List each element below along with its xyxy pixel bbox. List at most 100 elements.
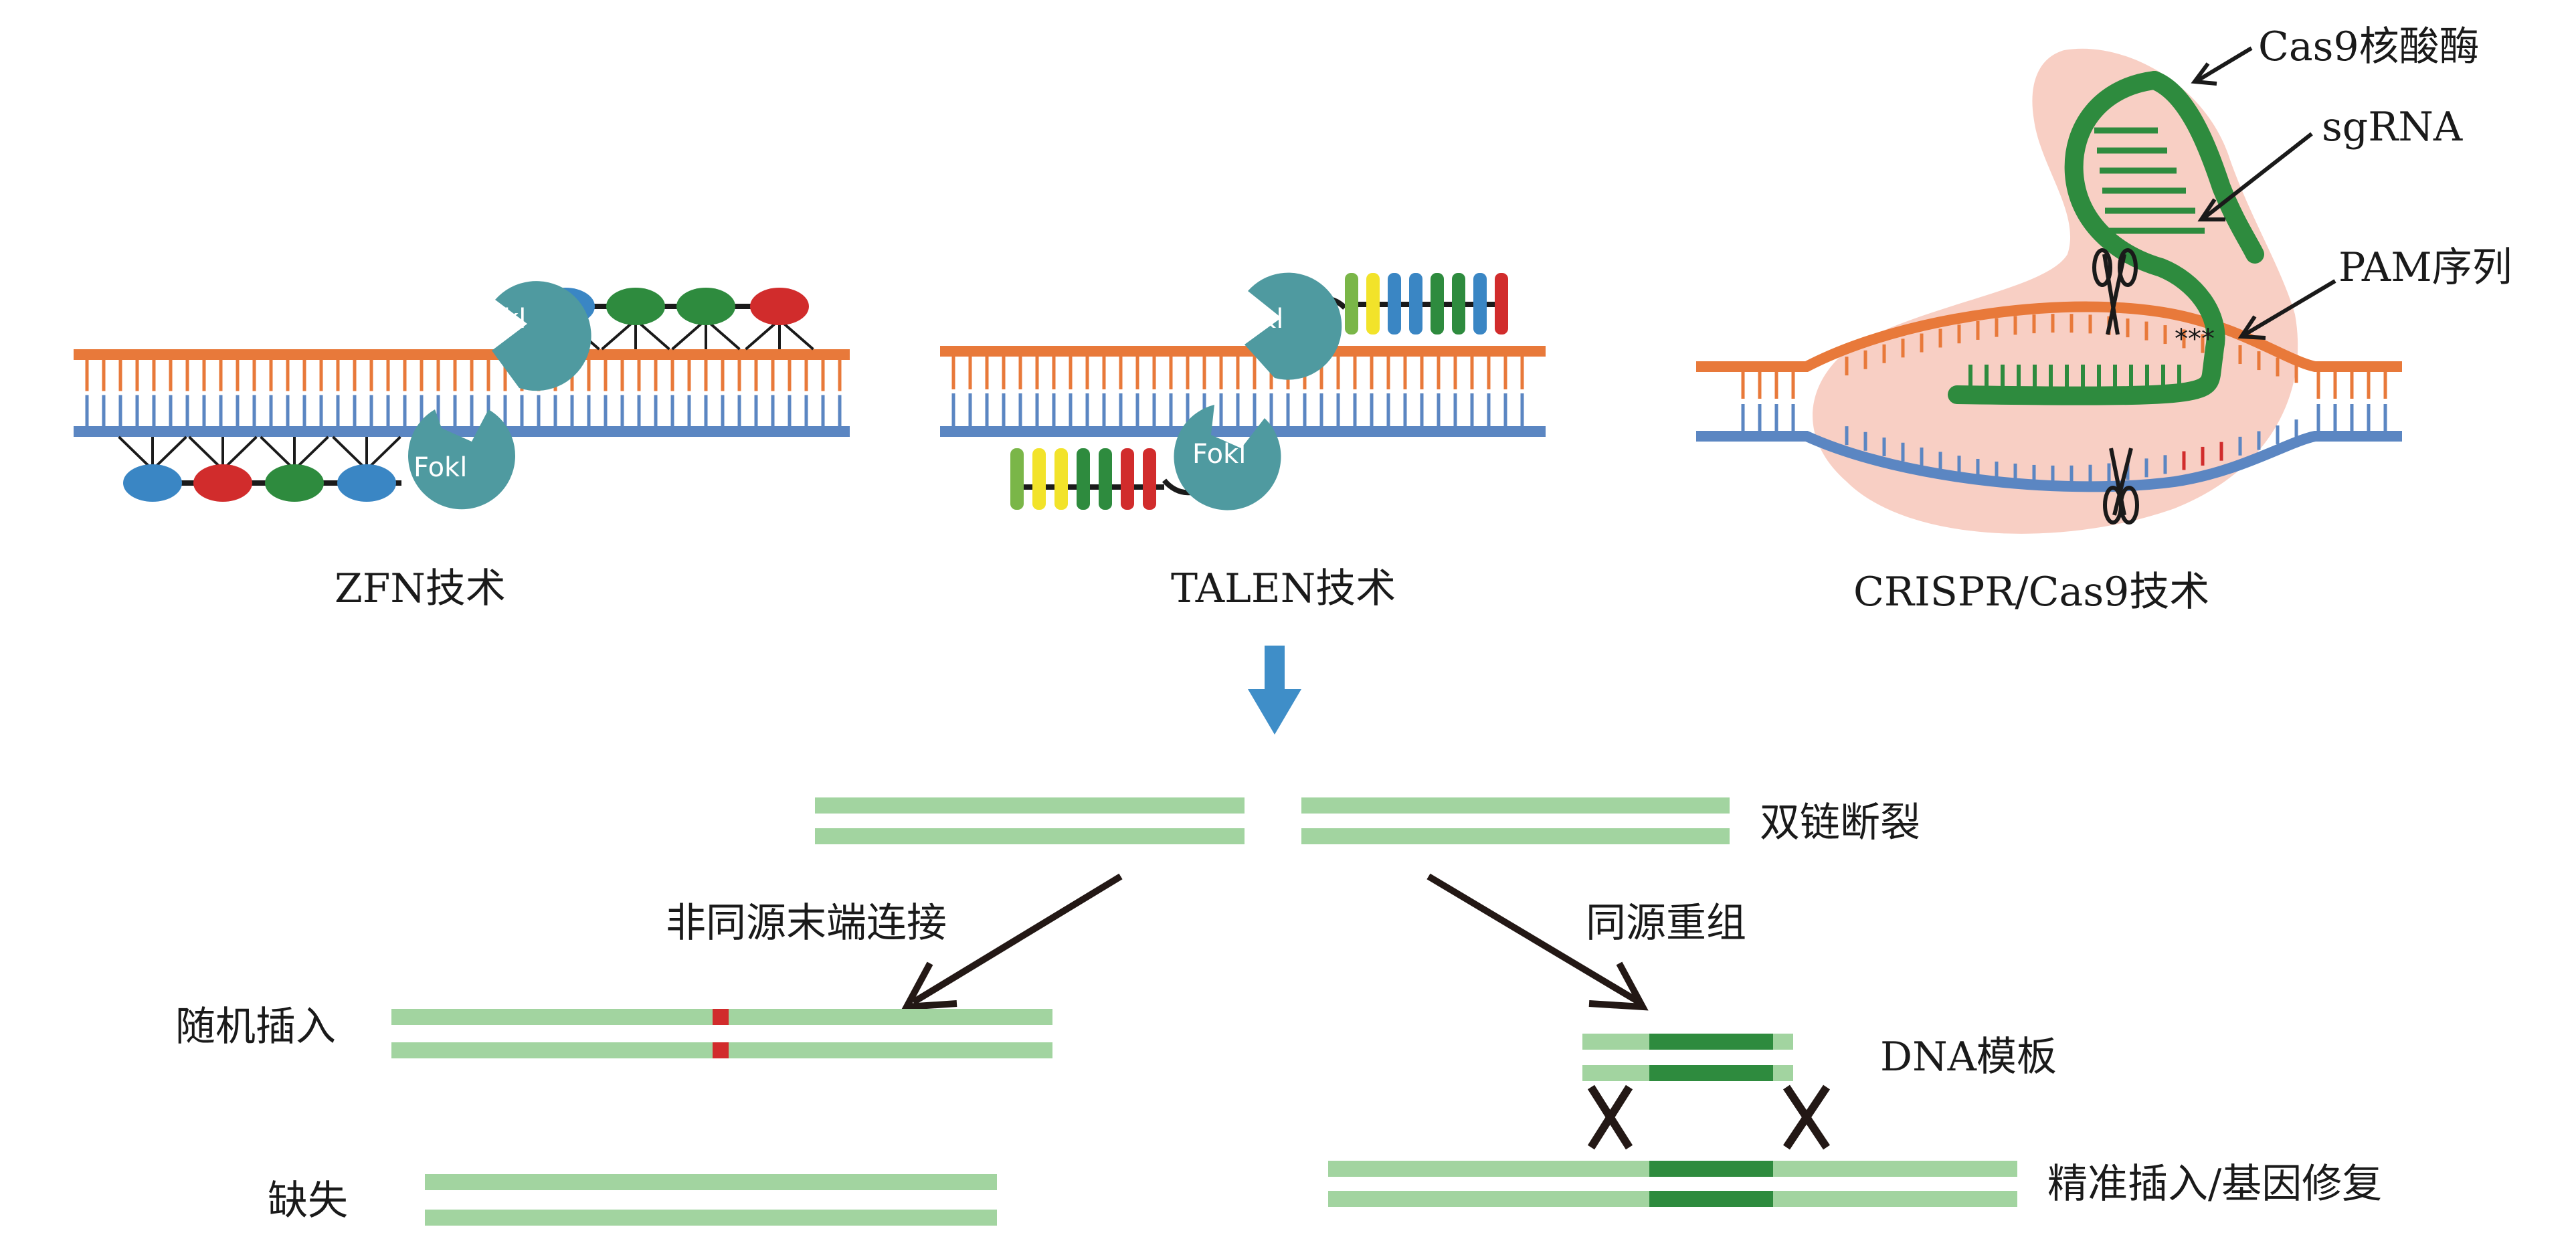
tale-repeat — [1143, 448, 1156, 510]
zf-contact — [118, 436, 154, 471]
crispr-panel: *** Cas9核酸酶 sgRNA PAM序列 CRISPR/Cas9技术 — [1696, 23, 2512, 615]
dna-strand-top — [425, 1174, 997, 1190]
sgrna-pointer-line — [2203, 132, 2313, 219]
tale-repeat — [1099, 448, 1112, 510]
nhej-label: 非同源末端连接 — [666, 900, 947, 947]
fokl-label: Fokl — [1230, 304, 1283, 335]
sgrna-pointer-head — [2197, 198, 2225, 221]
zf-contact — [151, 436, 187, 471]
deletion-label: 缺失 — [268, 1177, 348, 1224]
fokl-label: Fokl — [1192, 439, 1246, 470]
fokl-domain-shape — [1245, 272, 1342, 380]
top-strand — [74, 349, 850, 360]
dna-strand-left-top — [815, 797, 1245, 814]
zinc-finger-domain — [750, 288, 809, 325]
sgrna-backbone — [1948, 71, 2225, 405]
inserted-segment-top — [1649, 1161, 1773, 1177]
talen-fokl-bottom: Fokl — [1174, 405, 1281, 510]
dna-strand-right-bottom — [1301, 828, 1730, 844]
fokl-domain-shape — [492, 281, 591, 391]
tale-repeat — [1366, 273, 1380, 335]
zinc-finger-domain — [123, 464, 182, 502]
template-insert-top — [1649, 1034, 1773, 1050]
tale-repeat — [1054, 448, 1068, 510]
zfn-dna-double-strand — [74, 349, 850, 437]
zf-contact — [188, 436, 224, 471]
sgrna-base-pairs — [2094, 127, 2205, 234]
precise-label: 精准插入/基因修复 — [2047, 1161, 2382, 1208]
tale-repeat — [1495, 273, 1508, 335]
tale-repeat — [1345, 273, 1358, 335]
sgrna-loop-arm — [2145, 71, 2264, 264]
crispr-caption: CRISPR/Cas9技术 — [1853, 569, 2209, 615]
zinc-finger-domain — [265, 464, 324, 502]
zinc-finger-domain — [337, 464, 396, 502]
tale-repeat — [1452, 273, 1465, 335]
zf-contact — [332, 436, 368, 471]
top-strand — [1696, 301, 2402, 372]
insert-mark — [713, 1009, 729, 1025]
dna-strand-bottom — [425, 1210, 997, 1226]
dna-template: DNA模板 — [1582, 1034, 2057, 1081]
zfn-bottom-zinc-fingers — [123, 464, 396, 502]
crispr-dna-open-strands — [1696, 301, 2402, 492]
template-insert-bottom — [1649, 1065, 1773, 1081]
tale-repeat — [1473, 273, 1487, 335]
fokl-label: Fokl — [472, 304, 526, 335]
template-label: DNA模板 — [1880, 1034, 2057, 1080]
tale-repeat — [1010, 448, 1024, 510]
crossover-marks — [1587, 1084, 1830, 1150]
inserted-segment-bottom — [1649, 1191, 1773, 1207]
zf-contact — [293, 436, 329, 471]
scissors-icon — [2092, 248, 2138, 335]
tale-repeat — [1077, 448, 1090, 510]
fokl-domain-shape — [408, 409, 515, 510]
cas9-label: Cas9核酸酶 — [2258, 23, 2480, 70]
tale-repeat — [1409, 273, 1422, 335]
precise-insertion-result: 精准插入/基因修复 — [1328, 1161, 2382, 1208]
sgrna-label: sgRNA — [2322, 104, 2463, 151]
pam-label: PAM序列 — [2338, 244, 2512, 291]
double-strand-break: 双链断裂 — [815, 797, 1920, 846]
fokl-label: Fokl — [413, 452, 467, 483]
dna-strand-right-top — [1301, 797, 1730, 814]
tale-repeat — [1032, 448, 1046, 510]
top-strand — [940, 346, 1546, 357]
hr-label: 同源重组 — [1586, 900, 1746, 947]
zinc-finger-domain — [676, 288, 735, 325]
talen-top-tale-repeats — [1345, 273, 1508, 335]
zinc-finger-domain — [193, 464, 252, 502]
tale-repeat — [1388, 273, 1401, 335]
talen-panel: Fokl Fokl TALEN技术 — [940, 272, 1546, 612]
zfn-fokl-top: Fokl — [472, 281, 591, 391]
break-label: 双链断裂 — [1760, 799, 1920, 846]
talen-caption: TALEN技术 — [1171, 565, 1396, 612]
fokl-domain-shape — [1174, 405, 1281, 510]
bottom-strand — [1696, 431, 2402, 492]
deletion-result: 缺失 — [268, 1174, 997, 1226]
dna-strand-left-bottom — [815, 828, 1245, 844]
zfn-caption: ZFN技术 — [335, 565, 506, 612]
zf-contact — [221, 436, 258, 471]
cas9-pointer-line — [2197, 46, 2253, 82]
zf-contact — [260, 436, 296, 471]
tale-repeat — [1121, 448, 1134, 510]
talen-bottom-tale-repeats — [1010, 448, 1156, 510]
sgrna-hairpin — [1948, 71, 2264, 405]
tale-repeat — [1431, 273, 1444, 335]
pam-pointer-line — [2243, 279, 2336, 337]
cas9-pointer-head — [2191, 62, 2217, 86]
insert-mark — [713, 1042, 729, 1058]
bottom-strand — [74, 426, 850, 437]
random-insert-label: 随机插入 — [175, 1004, 336, 1050]
nhej-arrow — [901, 873, 1123, 1011]
down-arrow-icon — [1248, 646, 1301, 735]
talen-dna-double-strand — [940, 346, 1546, 437]
zf-contact — [365, 436, 401, 471]
zfn-panel: Fokl Fokl ZFN技术 — [74, 281, 850, 612]
bottom-strand — [940, 426, 1546, 437]
random-insertion-result: 随机插入 — [175, 1004, 1052, 1058]
sgrna-guide-bases — [1968, 365, 2181, 391]
zfn-fokl-bottom: Fokl — [408, 409, 515, 510]
